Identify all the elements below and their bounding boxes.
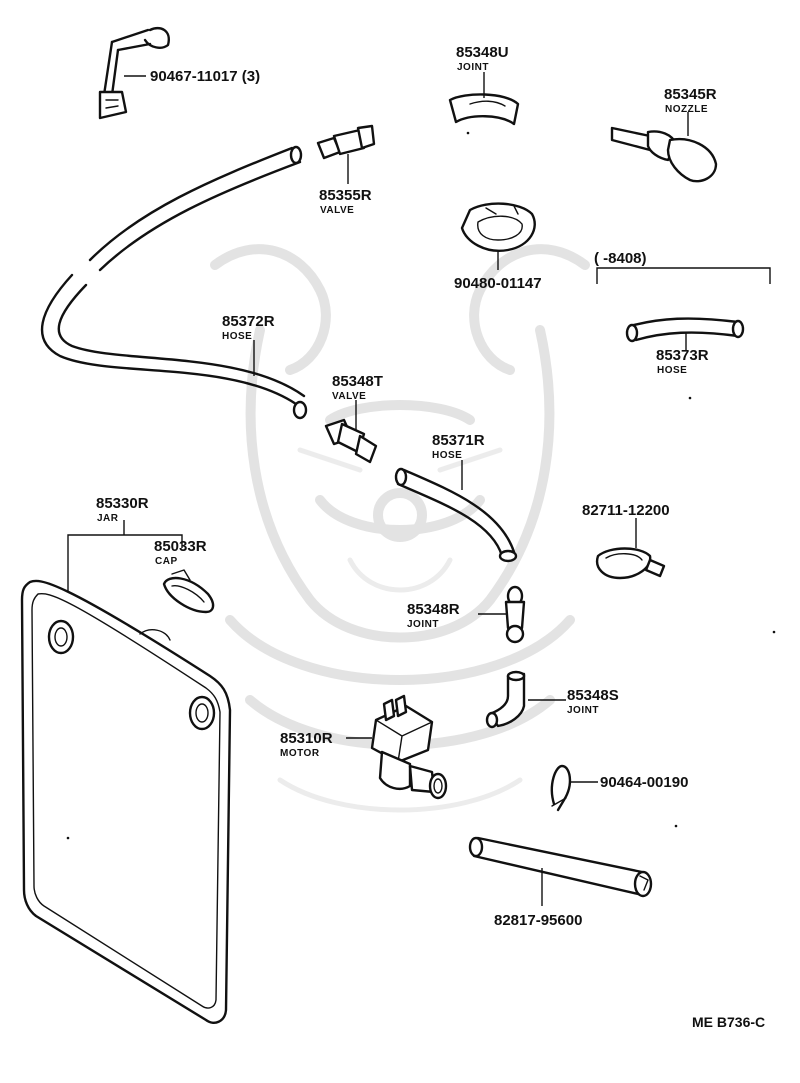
part-number-82817-95600: 82817-95600 — [494, 912, 582, 929]
date-range-note: ( -8408) — [594, 250, 647, 267]
hose-85371r[interactable] — [394, 460, 518, 563]
part-number-85372r: 85372R — [222, 313, 275, 330]
clamp-90480[interactable] — [460, 202, 536, 270]
joint-85348u[interactable] — [448, 72, 520, 126]
part-name-hose-85371r: HOSE — [432, 450, 462, 461]
clip-90464[interactable] — [550, 764, 598, 812]
part-name-hose-85373r: HOSE — [657, 365, 687, 376]
part-number-85355r: 85355R — [319, 187, 372, 204]
tube-82817[interactable] — [468, 836, 653, 906]
part-number-85330r: 85330R — [96, 495, 149, 512]
part-name-motor: MOTOR — [280, 748, 320, 759]
part-number-85348u: 85348U — [456, 44, 509, 61]
joint-85348s[interactable] — [485, 670, 566, 729]
part-number-85348s: 85348S — [567, 687, 619, 704]
watermark-logo — [210, 244, 590, 813]
part-name-hose-85372r: HOSE — [222, 331, 252, 342]
jar-85330r[interactable] — [20, 579, 232, 1024]
part-name-jar: JAR — [97, 513, 119, 524]
hose-85373r[interactable] — [625, 317, 745, 350]
jar-leader-bracket — [67, 534, 183, 592]
nozzle-85345r[interactable] — [610, 112, 718, 183]
range-bracket — [596, 267, 771, 284]
part-name-valve: VALVE — [320, 205, 354, 216]
motor-85310r[interactable] — [346, 694, 448, 800]
part-name-joint-85348r: JOINT — [407, 619, 439, 630]
part-number-85310r: 85310R — [280, 730, 333, 747]
part-number-85373r: 85373R — [656, 347, 709, 364]
clamp-82711[interactable] — [595, 518, 666, 580]
part-number-85348t: 85348T — [332, 373, 383, 390]
hose-85372r[interactable] — [40, 145, 308, 420]
part-name-valve-85348t: VALVE — [332, 391, 366, 402]
part-number-90467-11017: 90467-11017 (3) — [150, 68, 260, 85]
part-number-90480-01147: 90480-01147 — [454, 275, 542, 292]
part-name-joint-85348s: JOINT — [567, 705, 599, 716]
valve-85355r[interactable] — [316, 124, 376, 184]
part-number-82711-12200: 82711-12200 — [582, 502, 670, 519]
part-name-joint: JOINT — [457, 62, 489, 73]
part-number-85033r: 85033R — [154, 538, 207, 555]
diagram-code: ME B736-C — [692, 1014, 765, 1030]
joint-85348r[interactable] — [478, 585, 526, 644]
cap-85033r[interactable] — [162, 569, 215, 614]
scan-dots — [66, 131, 776, 840]
valve-85348t[interactable] — [324, 400, 378, 464]
clip-90467[interactable] — [98, 26, 170, 120]
part-number-85348r: 85348R — [407, 601, 460, 618]
part-number-85371r: 85371R — [432, 432, 485, 449]
part-name-cap: CAP — [155, 556, 178, 567]
part-name-nozzle: NOZZLE — [665, 104, 708, 115]
part-number-90464-00190: 90464-00190 — [600, 774, 688, 791]
part-number-85345r: 85345R — [664, 86, 717, 103]
